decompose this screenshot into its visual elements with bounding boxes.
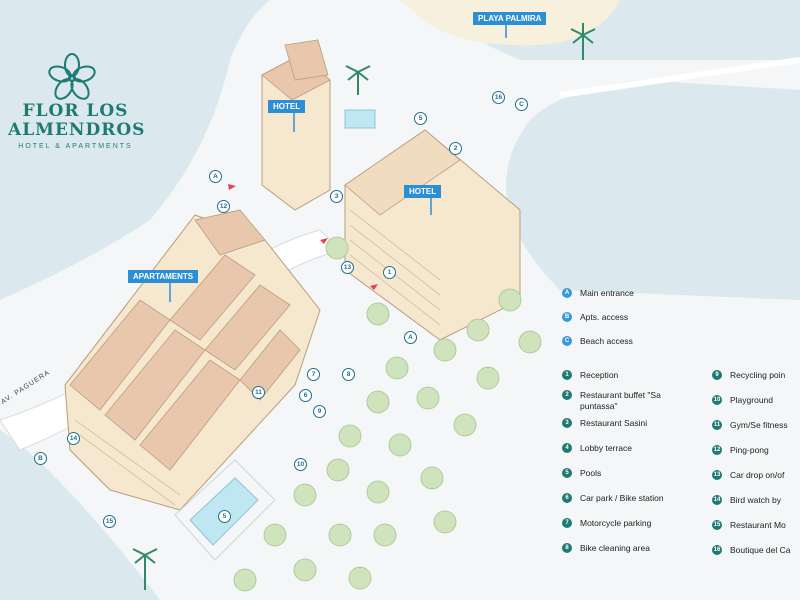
legend-key: B	[562, 312, 572, 322]
legend-access-b: B Apts. access	[562, 312, 628, 323]
legend-access-c: C Beach access	[562, 336, 633, 347]
legend-item-7: 7 Motorcycle parking	[562, 518, 651, 529]
legend-label: Beach access	[580, 336, 633, 346]
hotel-small-label: HOTEL	[268, 100, 306, 113]
map-marker-b[interactable]: B	[34, 452, 47, 465]
map-marker-5[interactable]: 5	[414, 112, 427, 125]
map-marker-1[interactable]: 1	[383, 266, 396, 279]
legend-item-10: 10 Playground	[712, 395, 773, 406]
legend-key: 16	[712, 545, 722, 555]
brand-name-line1: FLOR LOS	[22, 101, 129, 121]
legend-item-9: 9 Recycling poin	[712, 370, 785, 381]
legend-key: 10	[712, 395, 722, 405]
map-marker-a-2[interactable]: A	[404, 331, 417, 344]
legend-item-16: 16 Boutique del Ca	[712, 545, 791, 556]
legend-key: 15	[712, 520, 722, 530]
small-hotel-roof-2	[284, 39, 329, 81]
legend-key: 5	[562, 468, 572, 478]
map-marker-7[interactable]: 7	[307, 368, 320, 381]
legend-item-1: 1 Reception	[562, 370, 618, 381]
map-marker-3[interactable]: 3	[330, 190, 343, 203]
legend-item-2: 2 Restaurant buffet "Sa puntassa"	[562, 390, 702, 412]
beach-label: PLAYA PALMIRA	[473, 12, 547, 25]
map-marker-16[interactable]: 16	[492, 91, 505, 104]
legend-key: A	[562, 288, 572, 298]
legend-label: Car park / Bike station	[580, 493, 664, 503]
apartments-windows	[74, 419, 181, 506]
legend-item-6: 6 Car park / Bike station	[562, 493, 664, 504]
legend-label: Bird watch by	[730, 495, 782, 505]
pier	[559, 57, 800, 98]
legend-item-5: 5 Pools	[562, 468, 601, 479]
legend-key: 12	[712, 445, 722, 455]
brand-subtitle: HOTEL & APARTMENTS	[18, 143, 133, 150]
legend-label: Recycling poin	[730, 370, 786, 380]
legend-key: 7	[562, 518, 572, 528]
brand-logo: FLOR LOS ALMENDROS HOTEL & APARTMENTS	[8, 50, 146, 151]
legend-label: Restaurant buffet "Sa puntassa"	[580, 390, 661, 411]
legend-item-12: 12 Ping-pong	[712, 445, 769, 456]
legend-label: Boutique del Ca	[730, 545, 791, 555]
map-marker-6[interactable]: 6	[299, 389, 312, 402]
map-marker-13[interactable]: 13	[341, 261, 354, 274]
map-marker-12[interactable]: 12	[217, 200, 230, 213]
brand-name-line2: ALMENDROS	[8, 120, 146, 140]
map-marker-14[interactable]: 14	[67, 432, 80, 445]
legend-access-a: A Main entrance	[562, 288, 634, 299]
map-marker-5-2[interactable]: 5	[218, 510, 231, 523]
legend-key: 11	[712, 420, 722, 430]
legend-item-4: 4 Lobby terrace	[562, 443, 632, 454]
trees	[233, 236, 542, 592]
map-marker-2[interactable]: 2	[449, 142, 462, 155]
legend-label: Reception	[580, 370, 619, 380]
legend-key: C	[562, 336, 572, 346]
access-arrows	[228, 184, 378, 290]
apartments-roofs	[69, 209, 301, 471]
map-marker-c[interactable]: C	[515, 98, 528, 111]
legend-label: Pools	[580, 468, 602, 478]
map-marker-10[interactable]: 10	[294, 458, 307, 471]
legend-label: Apts. access	[580, 312, 629, 322]
legend-label: Restaurant Mo	[730, 520, 786, 530]
flower-logo-icon	[48, 53, 96, 100]
legend-item-15: 15 Restaurant Mo	[712, 520, 786, 531]
legend-item-11: 11 Gym/Se fitness	[712, 420, 788, 431]
legend-label: Gym/Se fitness	[730, 420, 788, 430]
legend-label: Lobby terrace	[580, 443, 632, 453]
legend-key: 14	[712, 495, 722, 505]
palm-trees	[132, 23, 596, 590]
legend-item-8: 8 Bike cleaning area	[562, 543, 650, 554]
map-marker-8[interactable]: 8	[342, 368, 355, 381]
legend-label: Playground	[730, 395, 774, 405]
pool-2	[344, 109, 376, 129]
legend-key: 3	[562, 418, 572, 428]
legend-item-3: 3 Restaurant Sasini	[562, 418, 647, 429]
legend-label: Main entrance	[580, 288, 634, 298]
pool-deck	[174, 459, 276, 561]
main-hotel-roof	[344, 129, 461, 216]
legend-label: Bike cleaning area	[580, 543, 650, 553]
legend-label: Restaurant Sasini	[580, 418, 648, 428]
map-marker-11[interactable]: 11	[252, 386, 265, 399]
legend-label: Car drop on/of	[730, 470, 785, 480]
legend-key: 13	[712, 470, 722, 480]
legend-key: 2	[562, 390, 572, 400]
legend-key: 4	[562, 443, 572, 453]
legend-key: 8	[562, 543, 572, 553]
map-marker-a[interactable]: A	[209, 170, 222, 183]
map-marker-15[interactable]: 15	[103, 515, 116, 528]
map-marker-9[interactable]: 9	[313, 405, 326, 418]
legend-key: 9	[712, 370, 722, 380]
legend-key: 6	[562, 493, 572, 503]
apartments-label: APARTAMENTS	[128, 270, 199, 283]
legend-label: Motorcycle parking	[580, 518, 652, 528]
legend-key: 1	[562, 370, 572, 380]
legend-label: Ping-pong	[730, 445, 769, 455]
hotel-main-label: HOTEL	[404, 185, 442, 198]
legend-item-14: 14 Bird watch by	[712, 495, 781, 506]
legend-item-13: 13 Car drop on/of	[712, 470, 784, 481]
